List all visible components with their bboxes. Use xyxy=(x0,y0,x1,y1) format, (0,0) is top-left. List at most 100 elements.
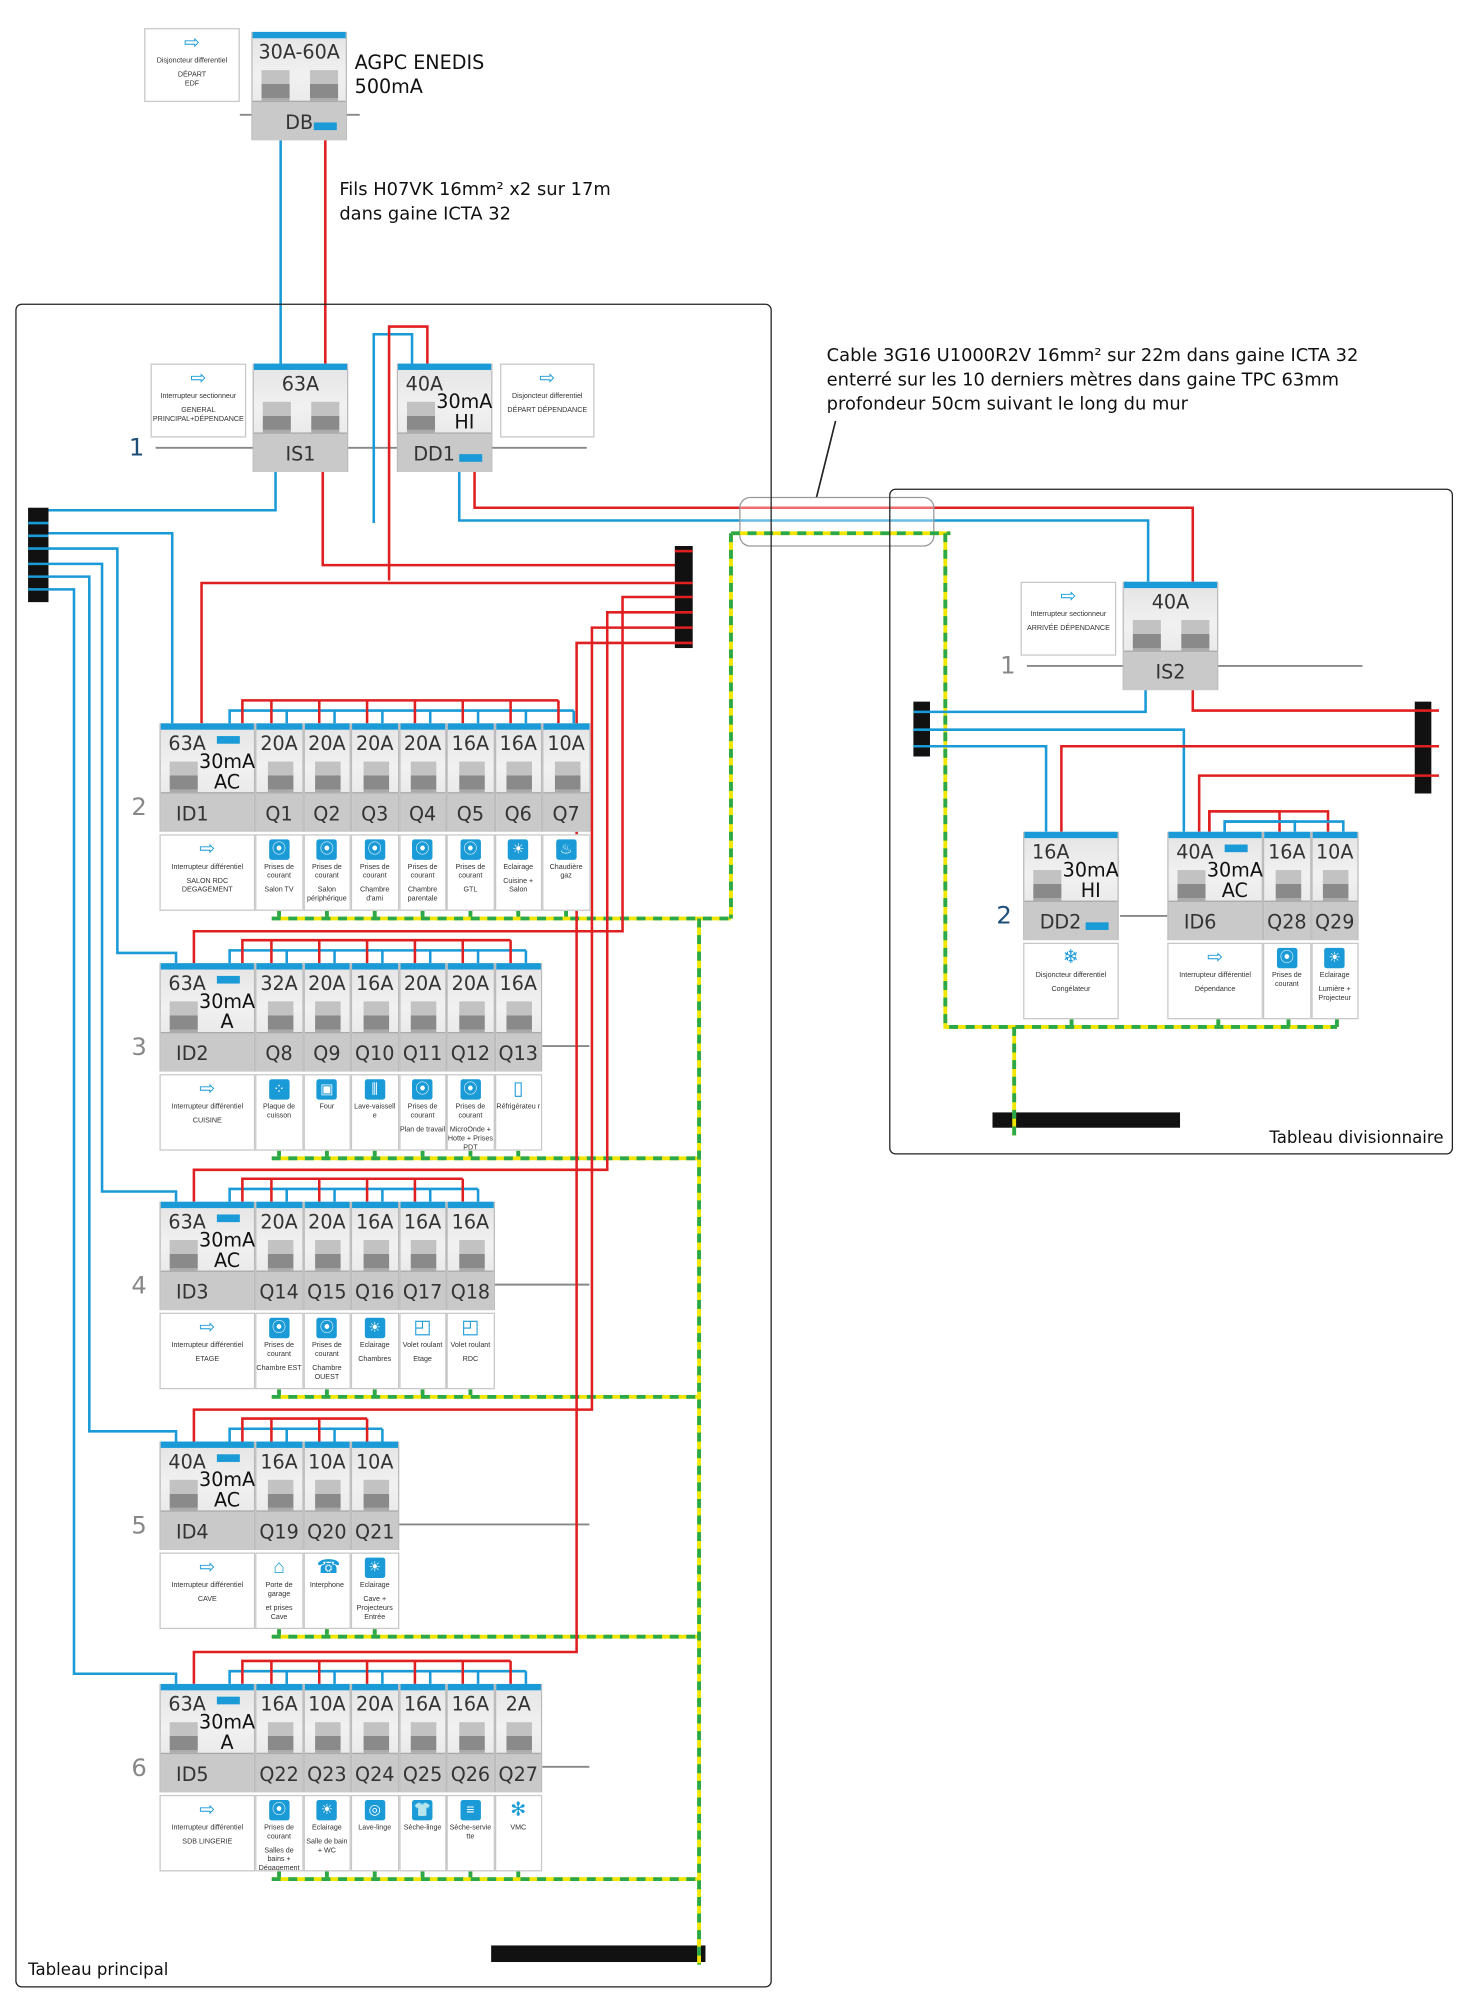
row-number: 6 xyxy=(131,1754,147,1783)
module-rating: 20A xyxy=(403,972,442,996)
switch-icon: ⇨ xyxy=(539,367,556,390)
label-text: Prises de courant xyxy=(359,863,390,881)
module-rating: 16A xyxy=(499,972,537,996)
module-name: Q21 xyxy=(355,1520,395,1544)
wire xyxy=(31,469,277,512)
label-text: Sèche-linge xyxy=(403,1824,442,1832)
label-subtext: RDC xyxy=(462,1356,479,1364)
row-number: 4 xyxy=(131,1271,147,1300)
module-name: ID5 xyxy=(176,1763,209,1786)
module-rating: 20A xyxy=(356,1692,394,1716)
label-text: Volet roulant xyxy=(402,1342,443,1350)
label-text: VMC xyxy=(510,1824,527,1832)
module-name-band xyxy=(447,792,494,832)
module-top-bar xyxy=(399,1201,446,1209)
curve-type-label: AC xyxy=(213,1488,241,1512)
towel-rail-icon: ≡ xyxy=(460,1800,481,1821)
module-toggle xyxy=(411,761,437,793)
wire xyxy=(1197,774,1439,832)
label-text: Interrupteur différentiel xyxy=(171,1342,244,1350)
module-toggle xyxy=(363,1479,389,1511)
washer-icon: ◎ xyxy=(364,1800,385,1821)
label-text: Disjoncteur differentiel xyxy=(512,392,583,401)
module-top-bar xyxy=(1123,581,1218,589)
module-rating: 2A xyxy=(505,1692,531,1716)
label-text: Interphone xyxy=(309,1581,344,1590)
module-top-bar xyxy=(160,723,254,730)
module-top-bar xyxy=(160,1683,254,1691)
curve-type-label: A xyxy=(220,1010,234,1034)
module-rating: 20A xyxy=(451,972,490,996)
sensitivity-label: 30mA xyxy=(436,390,493,414)
label-text: Interrupteur différentiel xyxy=(171,1581,244,1590)
module-top-bar xyxy=(160,1441,254,1448)
module-rating: 20A xyxy=(356,732,394,756)
socket-icon: ⦿ xyxy=(460,1079,481,1100)
module-toggle xyxy=(315,1239,341,1271)
module-top-bar xyxy=(447,963,494,970)
module-top-bar xyxy=(256,723,302,730)
phase-comb xyxy=(241,699,559,724)
socket-icon: ⦿ xyxy=(412,1079,433,1100)
phase-comb xyxy=(241,1177,463,1202)
module-top-bar xyxy=(399,723,446,730)
module-name-band xyxy=(447,1032,494,1072)
status-indicator xyxy=(313,122,337,131)
module-name-band xyxy=(447,1752,494,1793)
module-rating: 16A xyxy=(1268,840,1306,864)
module-toggle xyxy=(169,1479,198,1511)
wire xyxy=(1191,688,1439,712)
module-name-band xyxy=(399,1032,446,1072)
neutral-comb xyxy=(228,709,574,724)
module-toggle xyxy=(363,761,389,793)
wire xyxy=(48,531,174,724)
module-rating: 63A xyxy=(168,1210,206,1234)
module-rating: 40A xyxy=(405,372,444,396)
circuit-label: ≡Sèche-servie tte xyxy=(446,1794,495,1872)
module-rating: 63A xyxy=(168,1692,206,1716)
